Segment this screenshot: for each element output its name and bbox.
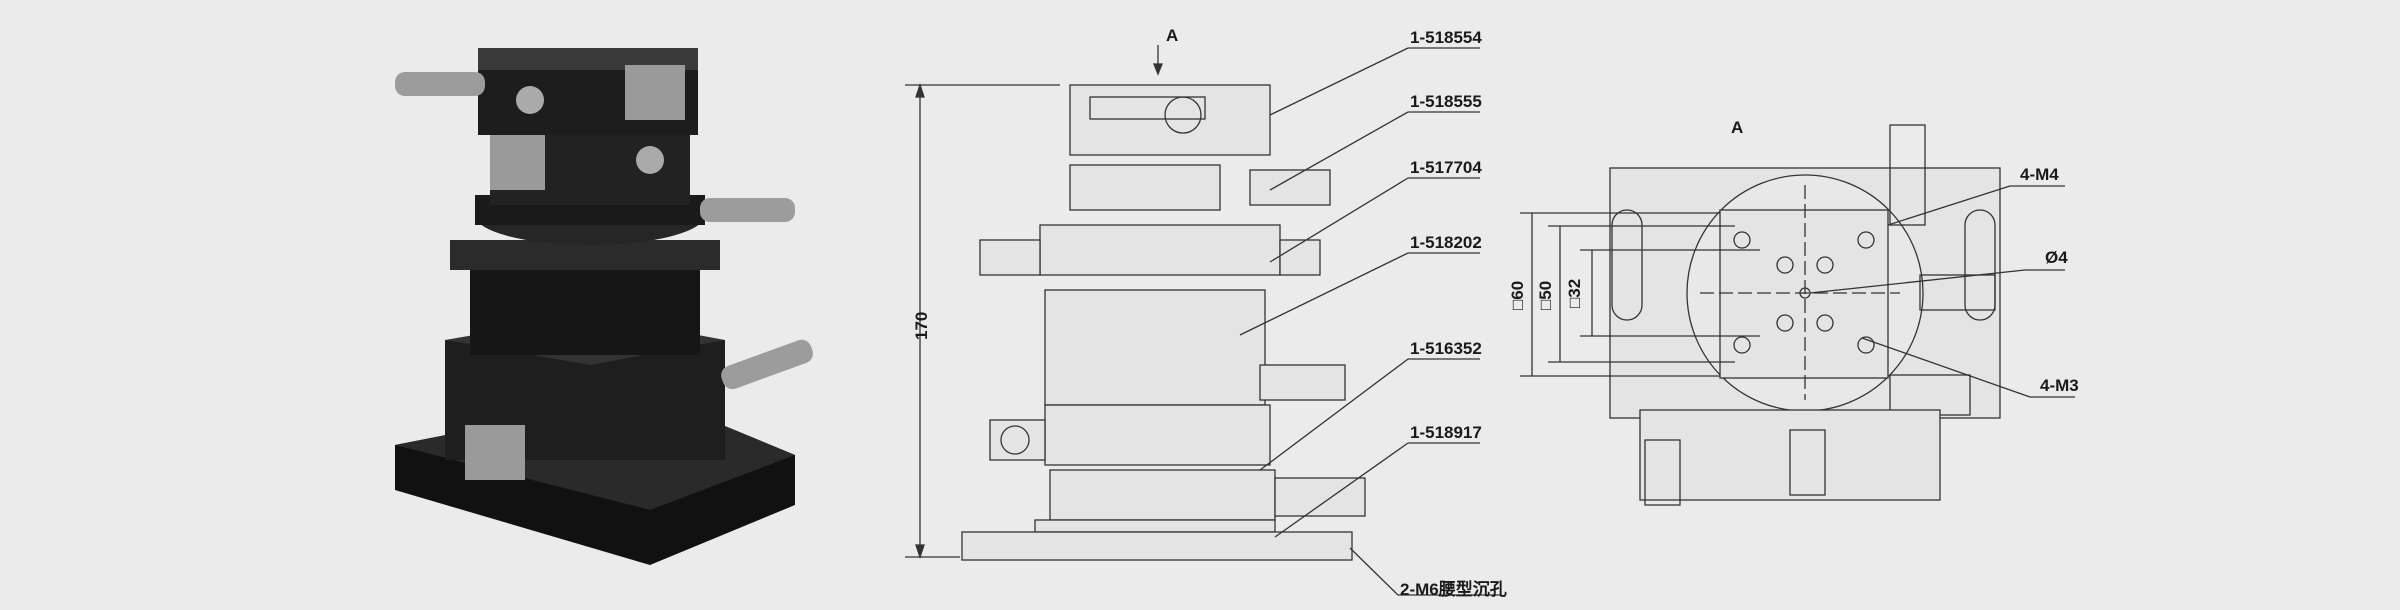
part-callout: 1-518202 (1410, 233, 1482, 252)
callout-4-m3: 4-M3 (2040, 376, 2079, 395)
part-callout: 1-518917 (1410, 423, 1482, 442)
top-view-label: A (1731, 118, 1744, 137)
part-callout: 1-517704 (1410, 158, 1482, 177)
dimension-32: □32 (1565, 278, 1584, 308)
callout-diameter-4: Ø4 (2045, 248, 2068, 267)
front-view-marker: A (1166, 26, 1179, 45)
top-view-drawing (1520, 124, 2075, 506)
part-callout: 1-516352 (1410, 339, 1482, 358)
front-view-drawing (905, 45, 1500, 596)
dimension-50: □50 (1536, 280, 1555, 310)
mounting-hole-callout: 2-M6腰型沉孔 (1400, 580, 1507, 599)
part-callout: 1-518555 (1410, 92, 1482, 111)
dimension-60: □60 (1508, 280, 1527, 310)
part-callout: 1-518554 (1410, 28, 1482, 47)
callout-4-m4: 4-M4 (2020, 165, 2059, 184)
product-render (395, 48, 813, 565)
height-dimension: 170 (912, 311, 931, 340)
